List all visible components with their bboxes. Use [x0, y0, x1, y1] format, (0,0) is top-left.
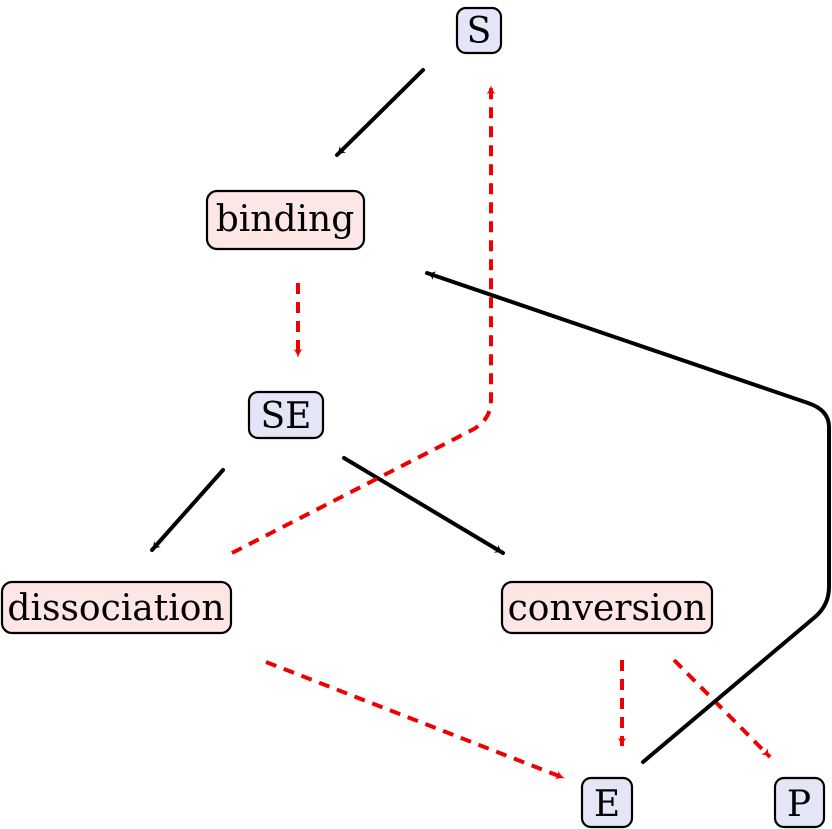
species-node-s: S: [455, 6, 503, 55]
reaction-node-dissociation: dissociation: [0, 580, 233, 635]
reaction-box-conversion: [500, 580, 714, 635]
species-box-p: [773, 776, 826, 829]
species-label-e: E: [594, 784, 620, 825]
reaction-label-binding: binding: [216, 199, 355, 240]
edge-dissociation-to-s: [231, 85, 496, 555]
species-box-e: [580, 776, 634, 829]
edge-dissociation-to-e: [265, 660, 565, 780]
species-label-s: S: [467, 11, 492, 52]
species-label-p: P: [787, 784, 811, 825]
reaction-label-dissociation: dissociation: [7, 588, 224, 629]
reaction-node-binding: binding: [205, 189, 366, 251]
species-node-e: E: [580, 776, 634, 829]
reaction-box-binding: [205, 189, 366, 251]
reaction-node-conversion: conversion: [500, 580, 714, 635]
reaction-box-dissociation: [0, 580, 233, 635]
edge-s-to-binding: [335, 68, 425, 157]
edge-se-to-conversion: [342, 456, 505, 555]
edge-conversion-to-p: [672, 658, 772, 759]
edge-se-to-dissociation: [150, 468, 225, 552]
edge-e-to-binding: [425, 271, 831, 764]
species-node-p: P: [773, 776, 826, 829]
species-node-se: SE: [247, 390, 325, 440]
species-box-s: [455, 6, 503, 55]
species-box-se: [247, 390, 325, 440]
species-label-se: SE: [261, 396, 312, 437]
reaction-label-conversion: conversion: [508, 588, 707, 629]
